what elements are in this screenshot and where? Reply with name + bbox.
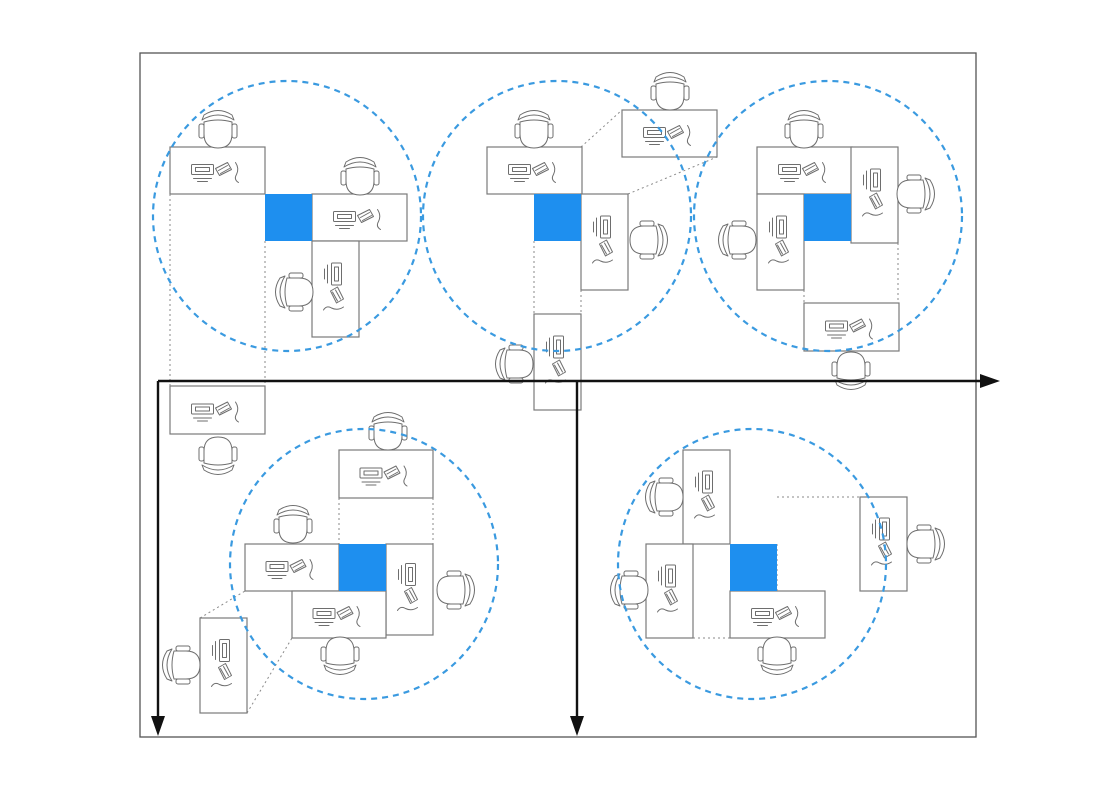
workstation-desk	[338, 449, 434, 499]
workstation-desk	[244, 543, 340, 592]
office-chair-icon	[495, 344, 534, 384]
horizontal-walkway	[158, 374, 1000, 388]
cluster-top-left	[151, 79, 423, 475]
workstation-desk	[729, 590, 826, 639]
room-outline	[139, 52, 977, 738]
cluster-zone-circle	[421, 79, 693, 353]
workstation-desk	[291, 590, 387, 639]
cluster-zone-circle	[228, 427, 500, 701]
arrowhead-icon	[151, 716, 165, 736]
workstation-desk	[682, 449, 731, 545]
office-chair-icon	[757, 636, 797, 675]
workstation-desk	[169, 146, 266, 195]
office-chair-icon	[629, 220, 668, 260]
shared-hub-square	[804, 194, 851, 241]
office-chair-icon	[784, 110, 824, 149]
workstation-desk	[580, 193, 629, 291]
workstation-desk	[850, 146, 899, 244]
cluster-zone-circle	[151, 79, 423, 353]
workstation-desk	[311, 240, 360, 338]
office-chair-icon	[275, 272, 314, 312]
left-vertical-walkway	[151, 381, 165, 736]
office-chair-icon	[198, 110, 238, 149]
cluster-zone-circle	[692, 79, 964, 353]
cluster-bottom-left	[162, 412, 500, 714]
office-chair-icon	[906, 524, 945, 564]
office-chair-icon	[718, 220, 757, 260]
workstation-desk	[311, 193, 408, 242]
shared-hub-square	[265, 194, 312, 241]
cluster-top-middle	[421, 72, 718, 411]
workstation-desk	[169, 385, 266, 435]
workstation-desk	[859, 496, 908, 592]
workstation-desk	[486, 146, 583, 195]
office-chair-icon	[273, 505, 313, 544]
middle-vertical-walkway	[570, 381, 584, 736]
office-chair-icon	[368, 412, 408, 451]
workstation-desk	[533, 313, 582, 411]
workstation-desk	[803, 302, 900, 352]
shared-hub-square	[534, 194, 581, 241]
workstation-desk	[756, 146, 853, 195]
workstation-desk	[645, 543, 694, 639]
workstation-desk	[756, 193, 805, 291]
office-chair-icon	[645, 477, 684, 517]
cluster-bottom-right	[610, 427, 945, 701]
shared-hub-square	[730, 544, 777, 591]
office-chair-icon	[896, 174, 935, 214]
office-chair-icon	[650, 72, 690, 111]
desk-connector-line	[580, 109, 623, 148]
desk-connector-line	[199, 590, 246, 619]
arrowhead-icon	[980, 374, 1000, 388]
office-chair-icon	[436, 570, 475, 610]
office-chair-icon	[320, 636, 360, 675]
workstation-desk	[621, 109, 718, 158]
shared-hub-square	[339, 544, 386, 591]
office-chair-icon	[162, 645, 201, 685]
office-chair-icon	[340, 157, 380, 196]
cluster-top-right	[692, 79, 964, 390]
office-chair-icon	[831, 351, 871, 390]
desk-connector-line	[627, 156, 718, 195]
office-chair-icon	[198, 436, 238, 475]
office-chair-icon	[610, 570, 649, 610]
arrowhead-icon	[570, 716, 584, 736]
desk-connector-line	[246, 637, 293, 714]
workstation-desk	[385, 543, 434, 636]
office-chair-icon	[514, 110, 554, 149]
cluster-zone-circle	[616, 427, 888, 701]
workstation-desk	[199, 617, 248, 714]
